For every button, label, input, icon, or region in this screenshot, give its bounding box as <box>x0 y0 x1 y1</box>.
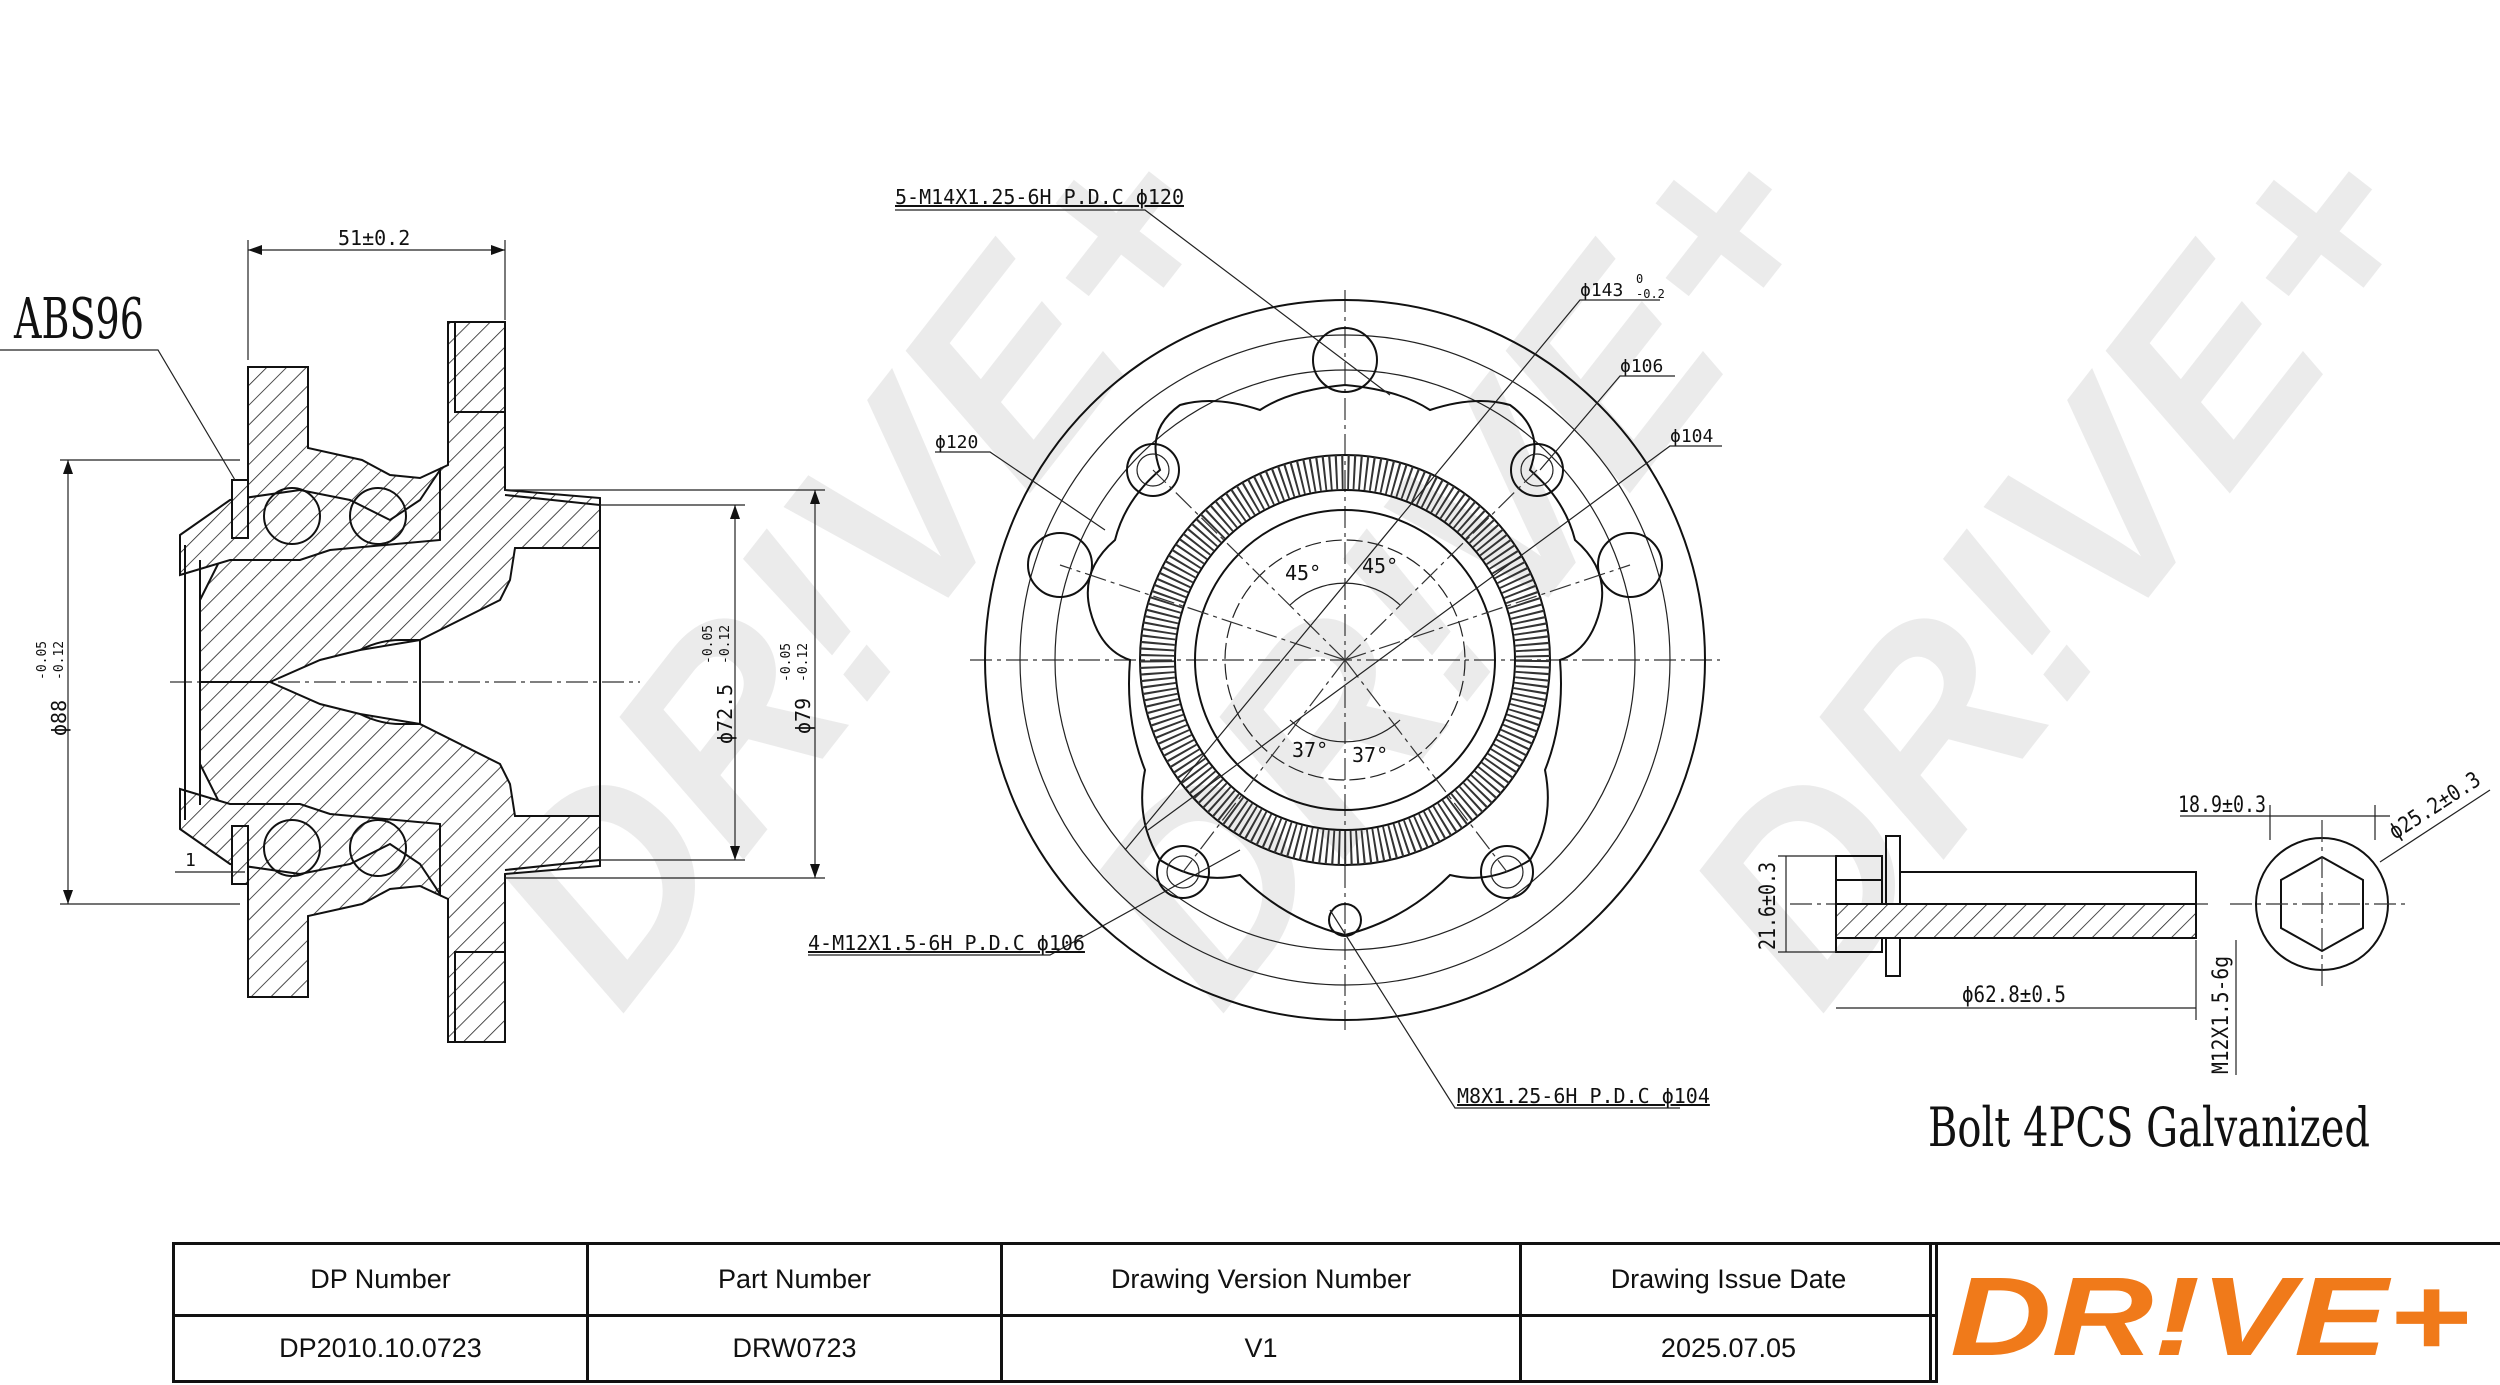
bolt-length-dim-label: ϕ62.8±0.5 <box>1962 983 2066 1008</box>
section-view: 51±0.2 ABS96 ϕ88 -0.05 -0.12 ϕ72.5 -0.05… <box>0 226 825 1043</box>
thread-left-label: 4-M12X1.5-6H P.D.C ϕ106 <box>808 931 1085 955</box>
dia-104-label: ϕ104 <box>1670 426 1713 447</box>
dia-72-5-tol-upper: -0.05 <box>701 625 716 664</box>
dia-88-tol-upper: -0.05 <box>35 641 50 680</box>
header-drawing-version: Drawing Version Number <box>1000 1242 1522 1317</box>
bolt-hex-dim-label: ϕ25.2±0.3 <box>2385 767 2486 845</box>
title-block-value-row: DP2010.10.0723 DRW0723 V1 2025.07.05 <box>172 1314 1938 1383</box>
dia-79-tol-lower: -0.12 <box>796 643 811 682</box>
value-dp-number: DP2010.10.0723 <box>172 1314 589 1383</box>
dia-79-tol-upper: -0.05 <box>779 643 794 682</box>
dia-143-label: ϕ143 <box>1580 280 1623 301</box>
dia-72-5-tol-lower: -0.12 <box>718 625 733 664</box>
small-dim-label: 1 <box>185 850 196 871</box>
bolt-height-dim-label: 21.6±0.3 <box>1756 862 1781 950</box>
dia-106-label: ϕ106 <box>1620 356 1663 377</box>
title-block-header-row: DP Number Part Number Drawing Version Nu… <box>172 1242 1938 1317</box>
abs-label: ABS96 <box>13 287 144 352</box>
brand-logo: DR!VE+ <box>1950 1254 2470 1379</box>
bolt-thread-label: M12X1.5-6g <box>2209 956 2234 1074</box>
angle-label-d: 37° <box>1352 743 1388 767</box>
bolt-head-dim-label: 18.9±0.3 <box>2178 793 2266 818</box>
header-part-number: Part Number <box>586 1242 1003 1317</box>
dia-79-label: ϕ79 <box>791 698 815 734</box>
dia-88-tol-lower: -0.12 <box>52 641 67 680</box>
dia-143-tol-lower: -0.2 <box>1636 287 1665 301</box>
value-drawing-version: V1 <box>1000 1314 1522 1383</box>
dia-143-tol-upper: 0 <box>1636 272 1643 286</box>
logo-cell: DR!VE+ <box>1929 1242 2500 1380</box>
dia-72-5-label: ϕ72.5 <box>713 684 737 744</box>
header-dp-number: DP Number <box>172 1242 589 1317</box>
width-dim-label: 51±0.2 <box>338 226 410 250</box>
dia-120-label: ϕ120 <box>935 432 978 453</box>
front-view: 45° 45° 37° 37° 5-M14X1.25-6H P.D.C ϕ120… <box>808 185 1722 1109</box>
header-issue-date: Drawing Issue Date <box>1519 1242 1938 1317</box>
title-block: DP Number Part Number Drawing Version Nu… <box>172 1242 2500 1383</box>
thread-top-label: 5-M14X1.25-6H P.D.C ϕ120 <box>895 185 1184 209</box>
value-issue-date: 2025.07.05 <box>1519 1314 1938 1383</box>
angle-label-a: 45° <box>1285 561 1321 585</box>
bolt-note: Bolt 4PCS Galvanized <box>1928 1096 2370 1159</box>
angle-label-c: 37° <box>1292 738 1328 762</box>
angle-label-b: 45° <box>1362 554 1398 578</box>
thread-bottom-label: M8X1.25-6H P.D.C ϕ104 <box>1457 1084 1710 1108</box>
brand-logo-text: DR!VE+ <box>1950 1254 2470 1379</box>
title-block-table: DP Number Part Number Drawing Version Nu… <box>172 1242 1938 1383</box>
dia-88-label: ϕ88 <box>47 700 71 736</box>
value-part-number: DRW0723 <box>586 1314 1003 1383</box>
